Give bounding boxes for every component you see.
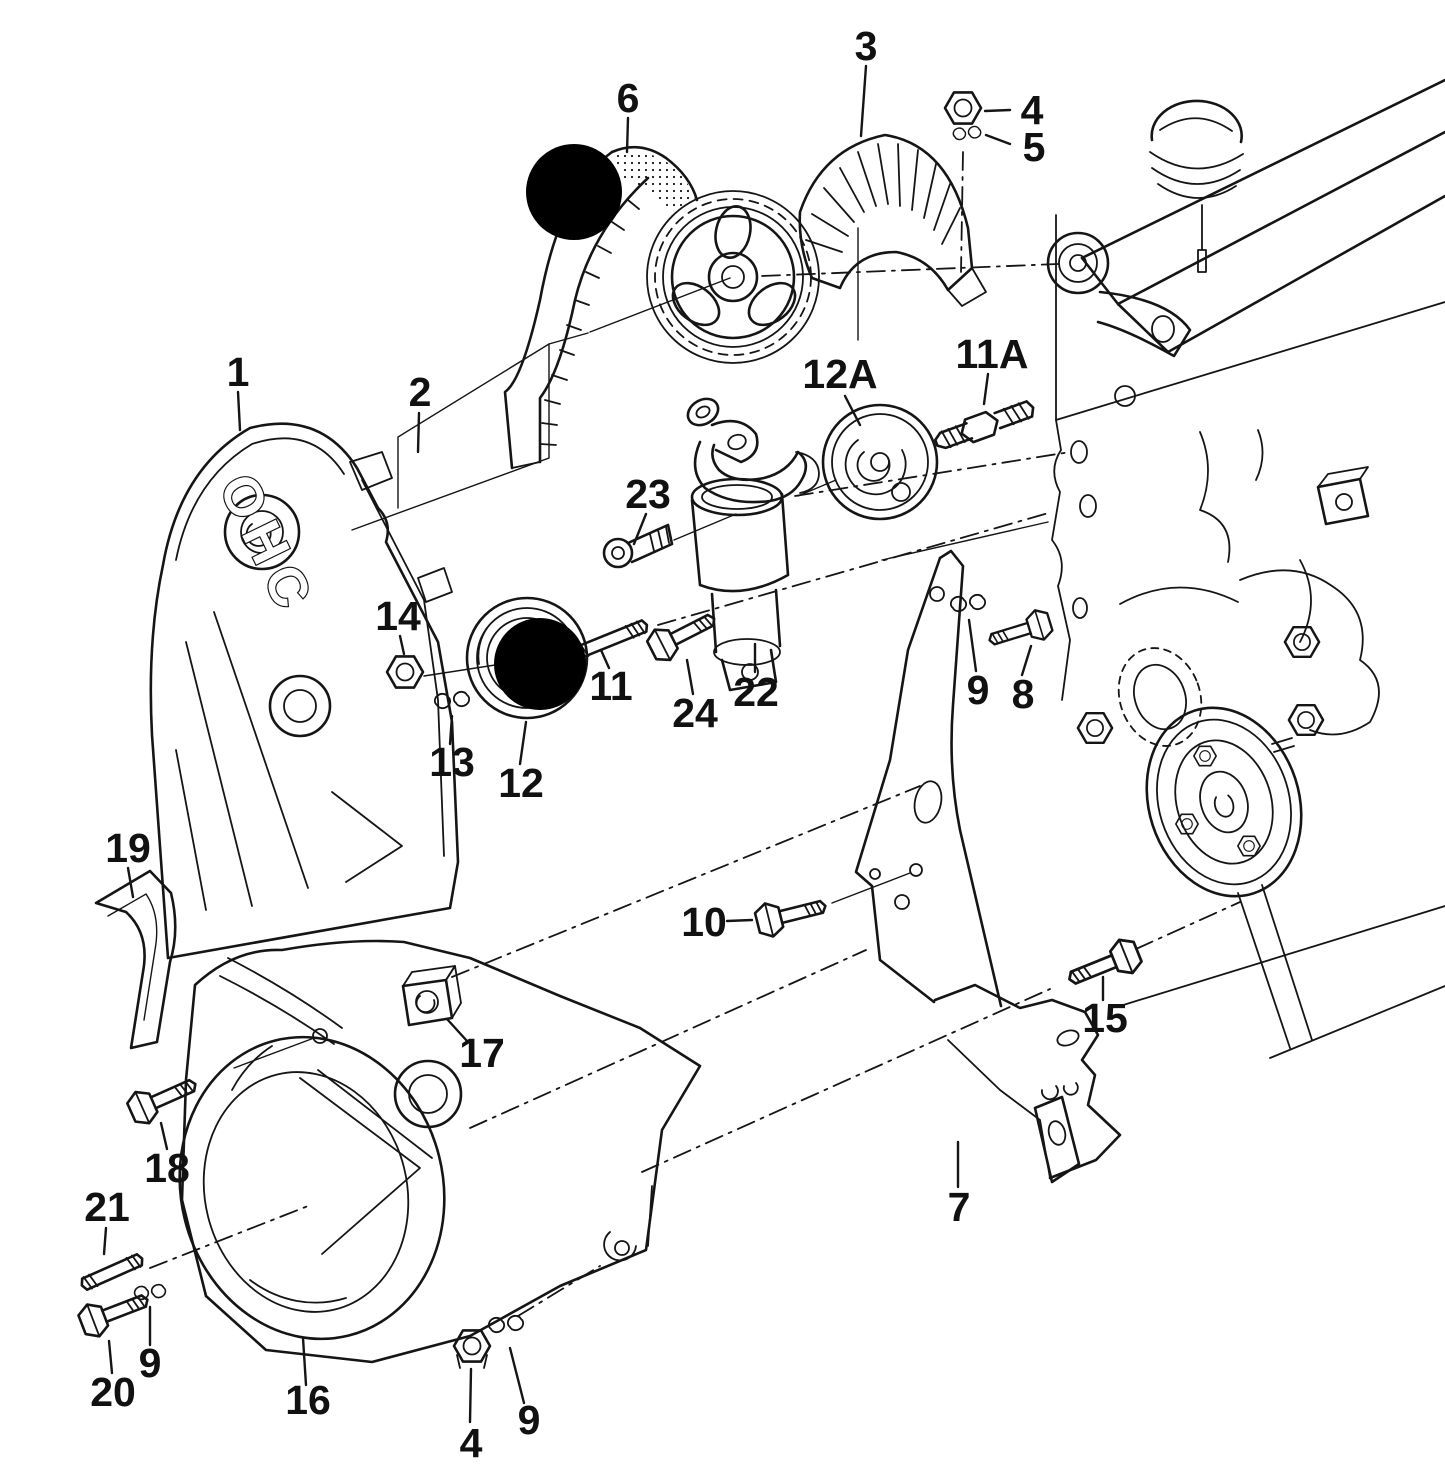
spring-washer-13 <box>433 690 471 710</box>
camshaft-axis <box>761 263 1059 277</box>
cylinder-head-and-block <box>881 78 1445 1007</box>
hex-bolt-24 <box>642 602 724 667</box>
camshaft-end <box>1046 231 1110 295</box>
tensioner-roller-12A <box>797 403 939 521</box>
tensioner-axis <box>794 451 1071 497</box>
callout-1: 1 <box>227 349 250 395</box>
callout-6: 6 <box>617 75 640 121</box>
redaction-dot-upper <box>526 144 622 240</box>
hex-bolt-10 <box>752 888 831 941</box>
callout-8: 8 <box>1012 671 1035 717</box>
callout-5: 5 <box>1023 124 1046 170</box>
upper-timing-cover: OHC <box>149 422 460 960</box>
flange-bolt <box>1283 625 1321 659</box>
callout-24: 24 <box>672 690 718 736</box>
centerline-17 <box>451 785 921 978</box>
hex-bolt-8 <box>983 605 1056 657</box>
callout-11: 11 <box>589 663 632 709</box>
callout-3: 3 <box>855 23 878 69</box>
square-nut-17 <box>401 965 462 1027</box>
stud-11A <box>933 400 1035 450</box>
cover-bolt-axis <box>149 1205 309 1269</box>
guard-stud-axis <box>960 151 964 273</box>
callout-11A: 11A <box>956 331 1029 377</box>
cover-embossed-text: OHC <box>207 465 327 626</box>
callout-7: 7 <box>948 1184 971 1230</box>
callout-9-bottom: 9 <box>518 1397 541 1443</box>
hex-nut-14 <box>385 655 425 689</box>
callout-16: 16 <box>285 1377 331 1423</box>
callout-19: 19 <box>105 825 151 871</box>
callout-15: 15 <box>1082 995 1128 1041</box>
callout-10: 10 <box>681 899 727 945</box>
stud-21 <box>80 1253 144 1291</box>
pump-drive-gear <box>1117 647 1203 747</box>
callout-4-bottom: 4 <box>460 1420 483 1466</box>
callout-14: 14 <box>375 593 421 639</box>
sealing-strip <box>94 869 177 1050</box>
pump-pulley <box>1145 706 1303 898</box>
callout-12A: 12A <box>802 351 877 397</box>
rear-cover-plate <box>854 549 1003 1008</box>
guard-nut <box>943 91 983 125</box>
flange-bolt <box>1076 711 1114 745</box>
callout-12: 12 <box>498 760 544 806</box>
hex-bolt-20 <box>74 1282 155 1342</box>
spring-washer-9-upper <box>949 593 987 613</box>
lug-axis <box>517 1265 601 1317</box>
redaction-dot-lower <box>494 618 586 710</box>
rear-belt-guard <box>798 133 987 307</box>
callout-21: 21 <box>84 1184 130 1230</box>
callout-18: 18 <box>144 1145 190 1191</box>
callout-2: 2 <box>409 369 432 415</box>
callout-23: 23 <box>625 471 671 517</box>
block-boss <box>1316 466 1370 526</box>
callout-22: 22 <box>733 669 779 715</box>
centerline-lower <box>641 901 1241 1173</box>
socket-head-bolt-23 <box>602 513 737 569</box>
callout-4: 4 <box>1021 87 1044 133</box>
bolt-10-axis <box>831 872 911 904</box>
centerline-mid <box>469 949 867 1129</box>
callout-13: 13 <box>429 739 475 785</box>
leader-lines <box>102 64 1105 1424</box>
callout-labels: 1 2 3 4 5 6 12A 11A 23 14 13 12 11 24 22… <box>84 23 1128 1466</box>
flange-bolt <box>1287 703 1325 737</box>
callout-9-left: 9 <box>139 1340 162 1386</box>
lower-timing-cover <box>178 939 702 1364</box>
tensioner-damper <box>686 397 820 692</box>
callout-17: 17 <box>459 1030 505 1076</box>
guard-washer <box>952 125 982 141</box>
callout-20: 20 <box>90 1369 136 1415</box>
water-pump <box>1076 569 1445 1059</box>
oil-filler-cap <box>1149 99 1244 199</box>
camshaft-sprocket <box>646 190 820 364</box>
stud-axis <box>657 511 1053 626</box>
callout-9-upper: 9 <box>967 667 990 713</box>
support-bracket-7 <box>933 983 1122 1184</box>
